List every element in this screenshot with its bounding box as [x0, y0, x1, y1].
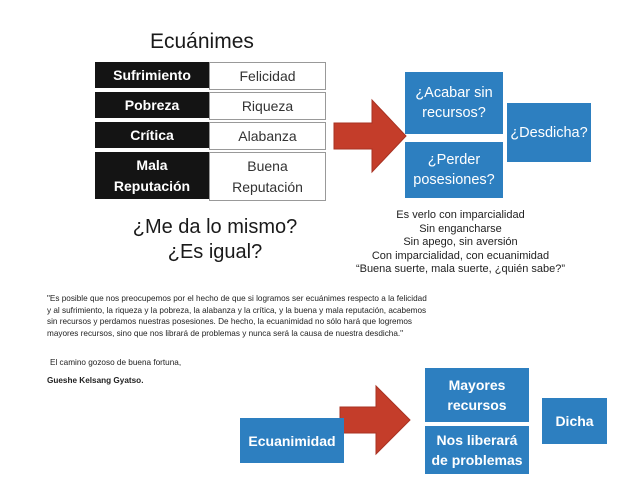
- pair-row: Mala Reputación Buena Reputación: [95, 152, 326, 201]
- pair-positive: Felicidad: [209, 62, 326, 90]
- pair-positive: Alabanza: [209, 122, 326, 150]
- pair-positive: Riqueza: [209, 92, 326, 120]
- box-perder-posesiones: ¿Perder posesiones?: [405, 142, 503, 198]
- box-dicha: Dicha: [542, 398, 607, 444]
- quote-text: "Es posible que nos preocupemos por el h…: [47, 293, 427, 339]
- box-nos-liberara: Nos liberará de problemas: [425, 426, 529, 474]
- big-question-line: ¿Me da lo mismo?: [132, 216, 298, 238]
- note-line: Sin engancharse: [419, 222, 502, 235]
- arrow-shape: [339, 384, 411, 456]
- box-desdicha: ¿Desdicha?: [507, 103, 591, 162]
- arrow-shape: [333, 98, 407, 174]
- big-question-line: ¿Es igual?: [167, 241, 263, 263]
- note-line: “Buena suerte, mala suerte, ¿quién sabe?…: [355, 263, 566, 275]
- notes-list: Es verlo con imparcialidad Sin enganchar…: [318, 209, 603, 277]
- box-ecuanimidad: Ecuanimidad: [240, 418, 344, 463]
- quote-paragraph: "Es posible que nos preocupemos por el h…: [47, 294, 427, 338]
- source-book: El camino gozoso de buena fortuna,: [50, 358, 182, 367]
- box-mayores-recursos: Mayores recursos: [425, 368, 529, 422]
- big-question: ¿Me da lo mismo? ¿Es igual?: [90, 215, 340, 265]
- note-line: Es verlo con imparcialidad: [396, 209, 525, 221]
- note-line: Sin apego, sin aversión: [403, 236, 518, 248]
- box-acabar-sin-recursos: ¿Acabar sin recursos?: [405, 72, 503, 134]
- pair-negative: Pobreza: [95, 92, 209, 118]
- pair-positive: Buena Reputación: [209, 152, 326, 201]
- arrow-right-icon: [333, 98, 407, 174]
- pair-row: Crítica Alabanza: [95, 122, 326, 150]
- pair-negative: Sufrimiento: [95, 62, 209, 88]
- note-line: Con imparcialidad, con ecuanimidad: [371, 249, 550, 262]
- arrow-right-icon: [339, 384, 411, 456]
- pair-row: Sufrimiento Felicidad: [95, 62, 326, 90]
- page-title: Ecuánimes: [150, 30, 254, 53]
- pair-negative: Mala Reputación: [95, 152, 209, 199]
- pair-row: Pobreza Riqueza: [95, 92, 326, 120]
- source-author: Gueshe Kelsang Gyatso.: [47, 376, 144, 385]
- pair-negative: Crítica: [95, 122, 209, 148]
